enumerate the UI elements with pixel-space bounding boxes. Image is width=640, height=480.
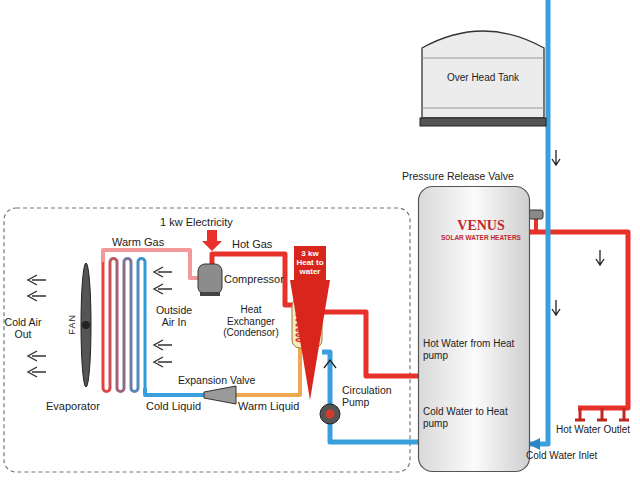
coil-bend	[103, 388, 110, 392]
tank-stand	[420, 118, 546, 126]
coil-tube	[116, 262, 119, 388]
cylinder-box: VENUSSOLAR WATER HEATERS	[418, 186, 530, 472]
coil-tube	[102, 262, 105, 388]
part-label: Compressor	[224, 273, 284, 286]
coil-bend	[138, 259, 145, 263]
electricity-arrow	[202, 230, 222, 251]
coil-tube	[137, 262, 140, 388]
compressor-base	[200, 292, 220, 296]
pipe-label: Warm Liquid	[238, 400, 299, 413]
airflow-label: Outside Air In	[150, 304, 198, 328]
heat-arrow-box: 3 kw Heat to water	[290, 246, 330, 400]
storage-cylinder	[419, 187, 530, 472]
air-arrow	[28, 275, 46, 285]
expansion-valve	[204, 386, 236, 404]
pipe-label: Warm Gas	[112, 236, 164, 249]
coil-bend	[131, 388, 138, 392]
node-title: 3 kw Heat to water	[294, 249, 326, 276]
heat-pump-housing	[4, 208, 410, 472]
flow-arrow	[324, 360, 336, 368]
pipe-label: Cold Liquid	[146, 400, 201, 413]
circulation-pump	[320, 404, 340, 424]
water-pipe-connector	[530, 102, 548, 444]
tank-shape: Over Head Tank	[420, 18, 546, 172]
part-label: FAN	[67, 314, 77, 335]
evaporator-coil	[103, 259, 145, 392]
hot-water-pipe	[322, 312, 418, 376]
compressor	[198, 264, 222, 294]
fan-blade	[81, 263, 91, 387]
air-arrow	[28, 367, 46, 377]
air-arrow	[154, 267, 172, 277]
air-arrow	[154, 340, 172, 350]
cold-liquid-line	[145, 388, 206, 395]
heat-arrow	[290, 246, 330, 400]
part-label: Expansion Valve	[178, 374, 255, 386]
air-arrows	[28, 267, 172, 377]
node-title: VENUS	[432, 218, 530, 234]
coil-bend	[124, 259, 131, 263]
power-label: 1 kw Electricity	[160, 216, 233, 229]
coil-tube	[144, 262, 147, 388]
air-arrow	[28, 351, 46, 361]
cold-supply-pipe	[546, 0, 551, 102]
node-subtitle: SOLAR WATER HEATERS	[432, 234, 530, 241]
hot-water-taps	[575, 408, 629, 420]
air-arrow	[154, 284, 172, 294]
air-arrow	[28, 291, 46, 301]
port-label: Hot Water from Heat pump	[423, 338, 517, 361]
port-label: Hot Water Outlet	[556, 424, 630, 436]
fan-hub	[82, 321, 90, 329]
cold-water-pipe	[322, 352, 418, 442]
coil-bend	[110, 259, 117, 263]
part-label: Circulation Pump	[342, 384, 404, 408]
part-label: Pressure Release Valve	[402, 170, 514, 182]
pump-hub	[326, 410, 335, 419]
airflow-label: Cold Air Out	[2, 316, 44, 340]
pressure-release-valve	[529, 210, 543, 219]
coil-bend	[117, 388, 124, 392]
valve-stem	[534, 218, 538, 232]
pipe-label: Hot Gas	[232, 238, 272, 251]
part-label: Heat Exchanger (Condensor)	[220, 304, 282, 339]
flow-arrows	[552, 150, 640, 315]
port-label: Cold Water Inlet	[526, 450, 597, 462]
coil-tube	[123, 262, 126, 388]
port-label: Cold Water to Heat pump	[423, 406, 517, 429]
air-arrow	[154, 357, 172, 367]
part-label: Evaporator	[46, 400, 100, 413]
hot-outlet-pipe	[522, 232, 628, 408]
coil-tube	[130, 262, 133, 388]
warm-liquid-line	[236, 348, 300, 395]
hot-gas-line	[212, 254, 292, 305]
node-outline	[420, 18, 546, 172]
node-title: Over Head Tank	[420, 72, 546, 84]
coil-tube	[109, 262, 112, 388]
